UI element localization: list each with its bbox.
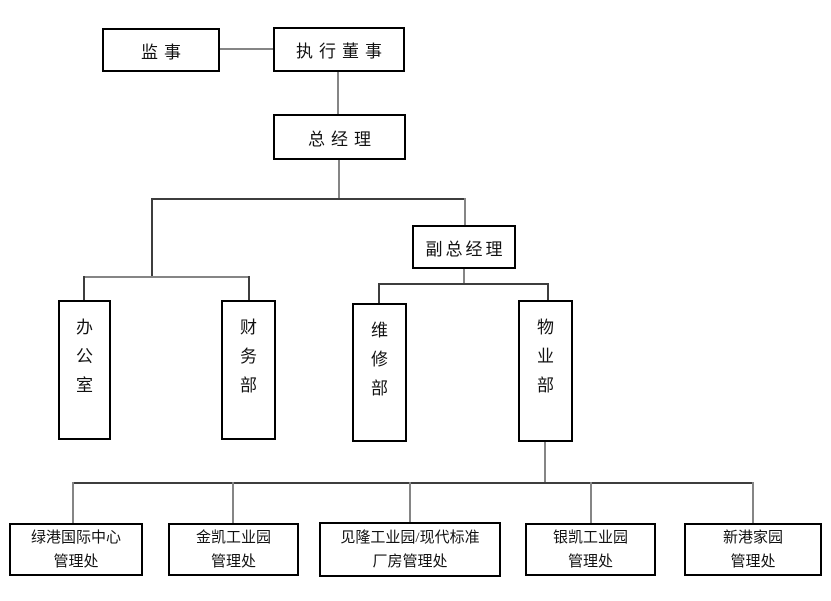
connector-stub-jianlong	[409, 482, 411, 524]
org-node-supervisor: 监事	[102, 28, 220, 72]
connector-right-sub-split	[378, 283, 549, 285]
connector-stub-property	[547, 283, 549, 301]
connector-stub-jinkai	[232, 482, 234, 524]
connector-deputy-down	[463, 269, 465, 285]
connector-stub-xingang	[752, 482, 754, 524]
connector-property-down	[544, 442, 546, 484]
connector-stub-yinkai	[590, 482, 592, 524]
org-node-xingang-home: 新港家园 管理处	[684, 523, 822, 576]
org-node-yinkai-industrial-park-label: 银凯工业园 管理处	[552, 529, 628, 570]
org-node-finance-dept-label: 财 务 部	[240, 318, 257, 395]
org-node-office: 办 公 室	[58, 300, 111, 440]
connector-bottom-split	[72, 482, 754, 484]
org-node-yinkai-industrial-park: 银凯工业园 管理处	[525, 523, 656, 576]
org-node-deputy-general-manager: 副总经理	[412, 225, 516, 269]
org-node-supervisor-label: 监事	[141, 42, 187, 62]
org-node-property-dept-label: 物 业 部	[537, 318, 554, 395]
org-node-xingang-home-label: 新港家园 管理处	[722, 529, 783, 570]
connector-supervisor-director	[219, 48, 273, 50]
org-node-lvgang-intl-center-label: 绿港国际中心 管理处	[30, 529, 121, 570]
org-node-lvgang-intl-center: 绿港国际中心 管理处	[9, 523, 143, 576]
connector-stub-finance	[248, 276, 250, 301]
org-node-executive-director-label: 执行董事	[296, 42, 388, 61]
org-node-jinkai-industrial-park: 金凯工业园 管理处	[168, 523, 299, 576]
connector-stub-maintenance	[378, 283, 380, 304]
org-node-jinkai-industrial-park-label: 金凯工业园 管理处	[195, 529, 271, 570]
org-node-property-dept: 物 业 部	[518, 300, 573, 442]
org-node-general-manager: 总经理	[273, 114, 406, 160]
org-node-finance-dept: 财 务 部	[221, 300, 276, 440]
org-node-office-label: 办 公 室	[76, 318, 93, 395]
org-node-maintenance-dept-label: 维 修 部	[371, 321, 388, 398]
connector-gm-down	[338, 160, 340, 200]
connector-stub-office	[83, 276, 85, 301]
org-node-deputy-general-manager-label: 副总经理	[425, 239, 506, 259]
org-node-executive-director: 执行董事	[273, 27, 405, 72]
connector-gm-split	[151, 198, 466, 200]
connector-left-sub-split	[83, 276, 250, 278]
connector-right-branch-to-deputy	[464, 198, 466, 226]
org-node-jianlong-modern-plant-label: 见隆工业园/现代标准 厂房管理处	[340, 529, 480, 570]
org-node-maintenance-dept: 维 修 部	[352, 303, 407, 442]
org-node-general-manager-label: 总经理	[308, 129, 377, 149]
org-node-jianlong-modern-plant: 见隆工业园/现代标准 厂房管理处	[319, 522, 501, 577]
connector-director-gm	[337, 72, 339, 114]
connector-left-branch	[151, 198, 153, 278]
connector-stub-lvgang	[72, 482, 74, 524]
